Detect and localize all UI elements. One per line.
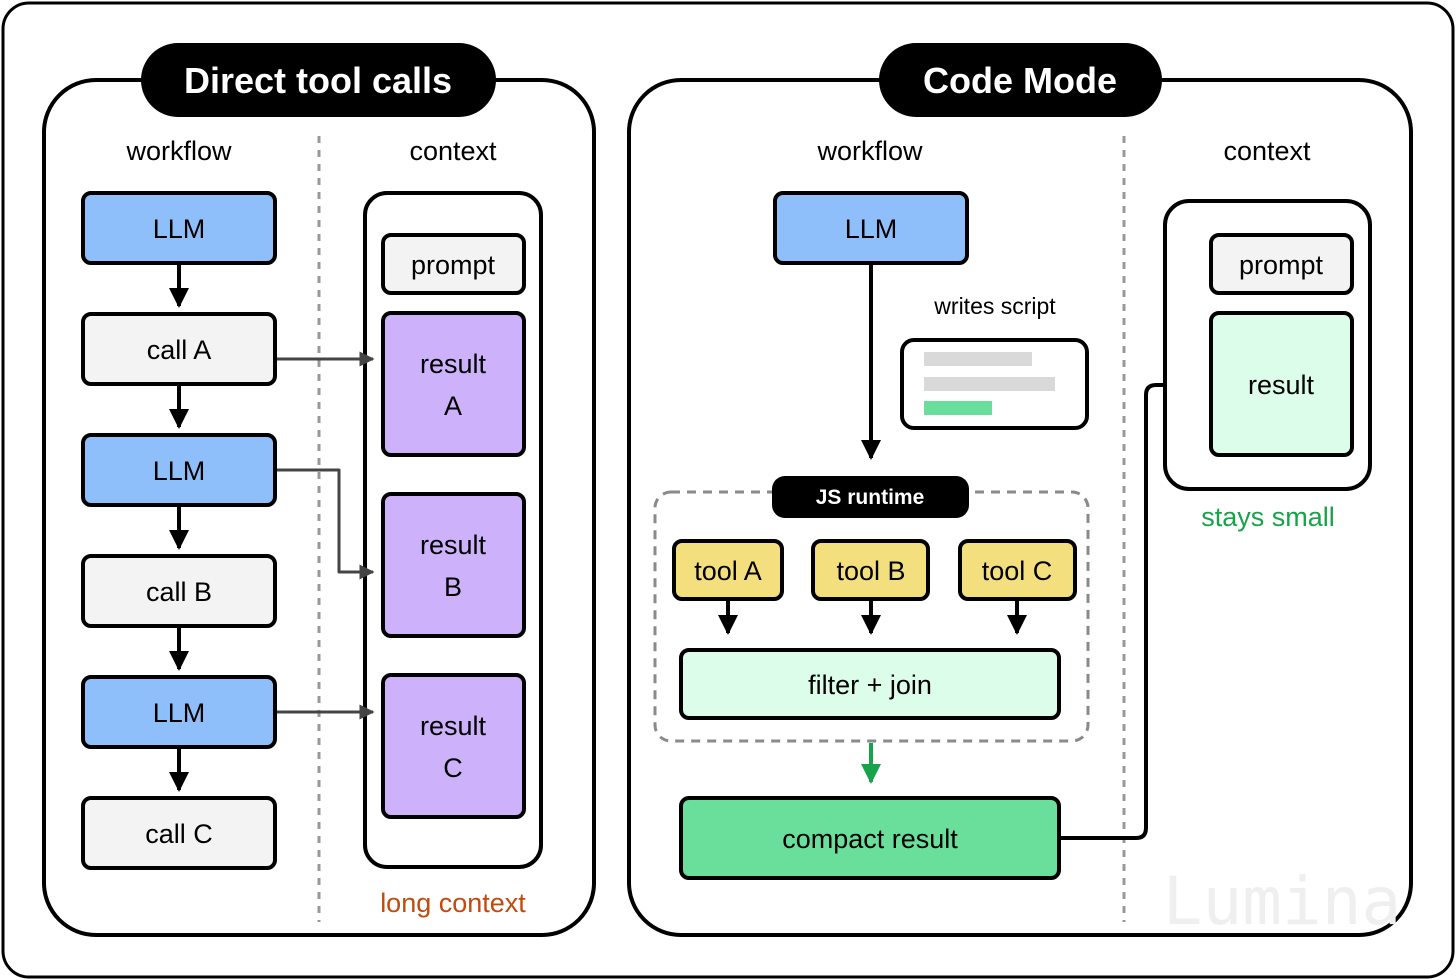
result-line1: result <box>420 711 487 741</box>
left-workflow-step: LLM <box>81 675 277 749</box>
right-context-heading: context <box>1223 136 1311 166</box>
right-context-prompt-label: prompt <box>1239 250 1324 280</box>
left-context-result: result C <box>381 673 526 819</box>
left-step-label: LLM <box>153 698 206 728</box>
left-step-label: call A <box>147 335 212 365</box>
connector-arrow <box>277 468 375 580</box>
left-workflow-step: call A <box>81 312 277 386</box>
js-runtime-pill <box>772 476 969 518</box>
script-line <box>924 352 1032 366</box>
script-line <box>924 401 992 415</box>
right-context-result-label: result <box>1248 370 1315 400</box>
left-panel: Direct tool calls workflow context LLM c… <box>42 43 596 937</box>
filter-join-label: filter + join <box>808 670 932 700</box>
left-context-result: result B <box>381 492 526 638</box>
long-context-caption: long context <box>380 888 526 918</box>
left-context-result: result A <box>381 311 526 457</box>
left-workflow-step: LLM <box>81 433 277 507</box>
right-context-prompt: prompt <box>1209 233 1354 295</box>
left-workflow-step: LLM <box>81 191 277 265</box>
result-line2: B <box>444 572 462 602</box>
script-line <box>924 377 1055 391</box>
compact-result-label: compact result <box>782 824 958 854</box>
left-step-label: LLM <box>153 214 206 244</box>
left-workflow-heading: workflow <box>125 136 232 166</box>
js-runtime-label: JS runtime <box>816 486 925 509</box>
left-title-pill <box>141 43 496 117</box>
tool-label: tool A <box>694 556 762 586</box>
left-workflow-step: call C <box>81 796 277 870</box>
left-panel-title: Direct tool calls <box>184 60 452 101</box>
right-title-pill <box>879 43 1162 117</box>
right-panel-title: Code Mode <box>923 60 1117 101</box>
writes-script-label: writes script <box>933 293 1056 319</box>
right-context-result: result <box>1209 311 1354 457</box>
right-llm-box: LLM <box>773 191 969 265</box>
right-panel: Code Mode workflow context LLM writes sc… <box>627 43 1413 940</box>
tool-label: tool C <box>982 556 1053 586</box>
result-line1: result <box>420 349 487 379</box>
result-line2: C <box>443 753 463 783</box>
left-workflow-step: call B <box>81 554 277 628</box>
right-workflow-heading: workflow <box>816 136 923 166</box>
left-step-label: call B <box>146 577 212 607</box>
left-step-label: LLM <box>153 456 206 486</box>
left-context-heading: context <box>409 136 497 166</box>
compact-result-box: compact result <box>679 796 1061 880</box>
left-context-prompt: prompt <box>381 233 526 295</box>
tool-box: tool A <box>672 539 784 601</box>
stays-small-caption: stays small <box>1201 502 1335 532</box>
compact-to-context-arrow <box>1061 375 1200 840</box>
left-step-label: call C <box>145 819 213 849</box>
tool-box: tool B <box>811 539 930 601</box>
filter-join-box: filter + join <box>679 648 1061 720</box>
script-document-icon <box>900 338 1089 430</box>
watermark: Lumina <box>1163 863 1401 940</box>
result-line2: A <box>444 391 462 421</box>
tool-box: tool C <box>958 539 1077 601</box>
result-line1: result <box>420 530 487 560</box>
right-llm-label: LLM <box>845 214 898 244</box>
tool-label: tool B <box>836 556 905 586</box>
left-context-prompt-label: prompt <box>411 250 496 280</box>
